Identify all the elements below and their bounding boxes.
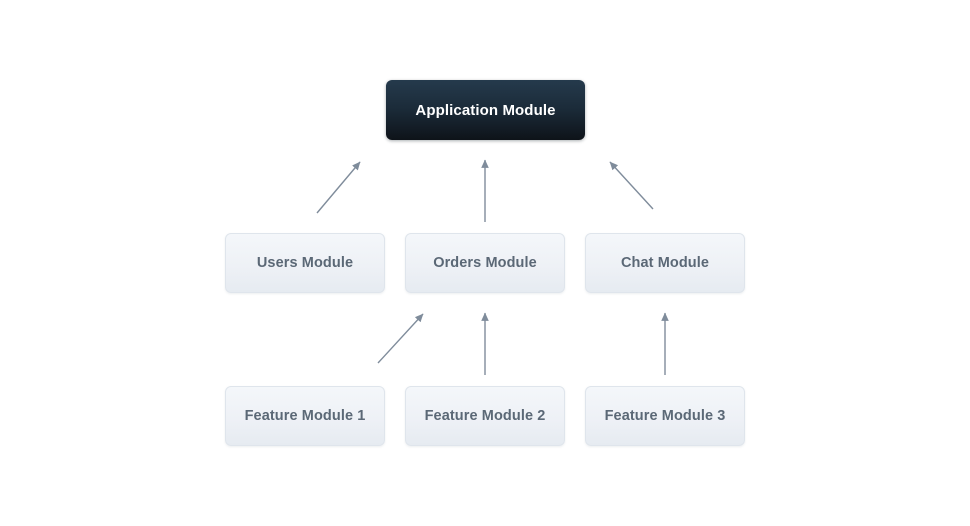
node-application-module-label: Application Module [415,101,556,119]
node-orders-module-label: Orders Module [433,255,537,271]
node-feature-module-1-label: Feature Module 1 [244,408,366,424]
node-users-module-label: Users Module [256,255,354,271]
edge-chat-to-application [609,161,654,210]
node-orders-module[interactable]: Orders Module [405,233,565,293]
node-feature-module-1[interactable]: Feature Module 1 [225,386,385,446]
node-chat-module-label: Chat Module [620,255,710,271]
node-feature-module-3[interactable]: Feature Module 3 [585,386,745,446]
node-chat-module[interactable]: Chat Module [585,233,745,293]
edge-feature1-to-orders [377,313,424,364]
node-users-module[interactable]: Users Module [225,233,385,293]
edge-users-to-application [316,161,361,214]
node-feature-module-2[interactable]: Feature Module 2 [405,386,565,446]
node-feature-module-2-label: Feature Module 2 [424,408,546,424]
node-feature-module-3-label: Feature Module 3 [604,408,726,424]
node-application-module[interactable]: Application Module [386,80,585,140]
